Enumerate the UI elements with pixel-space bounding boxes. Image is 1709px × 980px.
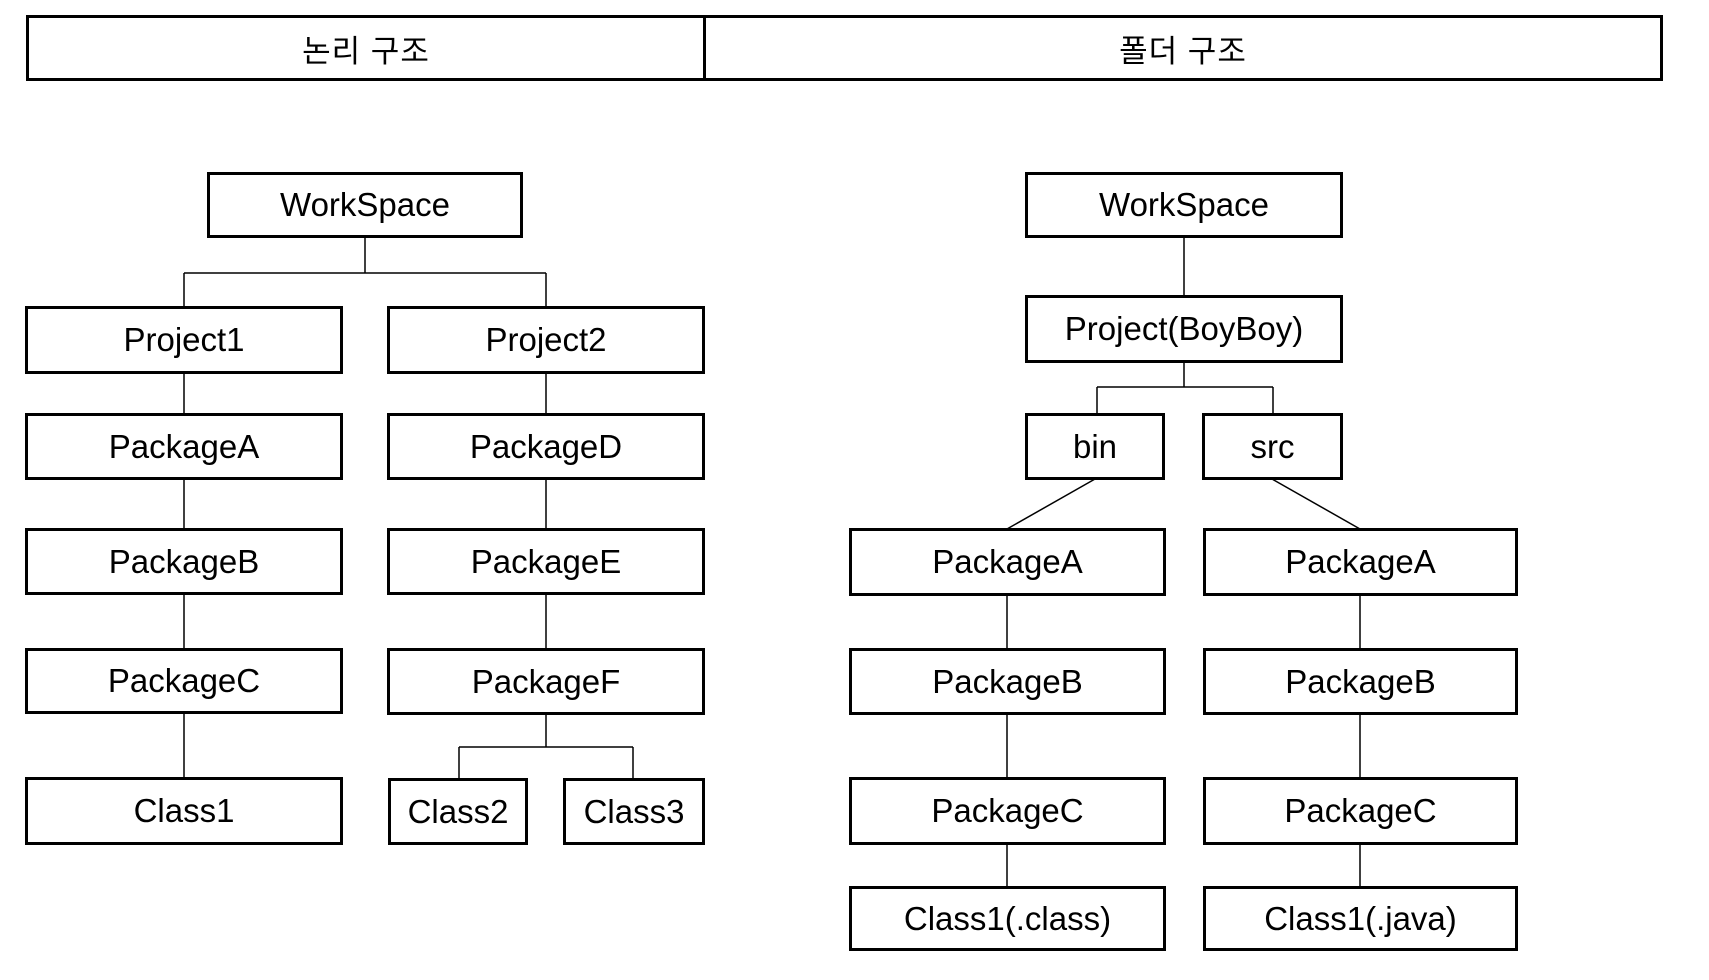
folder-structure-title: 폴더 구조 — [1119, 33, 1247, 69]
folder-bin-node: bin — [1025, 413, 1165, 480]
logical-packageB-node: PackageB — [25, 528, 343, 595]
folder-bin-packageC-node: PackageC — [849, 777, 1166, 845]
logical-class1-node: Class1 — [25, 777, 343, 845]
logical-packageF-node: PackageF — [387, 648, 705, 715]
logical-packageC-node: PackageC — [25, 648, 343, 714]
logical-class2-node: Class2 — [388, 778, 528, 845]
folder-src-class-file-node: Class1(.java) — [1203, 886, 1518, 951]
logical-structure-title: 논리 구조 — [302, 33, 430, 69]
folder-workspace-node: WorkSpace — [1025, 172, 1343, 238]
folder-src-packageB-node: PackageB — [1203, 648, 1518, 715]
header-cell-logical: 논리 구조 — [29, 18, 706, 78]
folder-src-node: src — [1202, 413, 1343, 480]
folder-src-packageA-node: PackageA — [1203, 528, 1518, 596]
folder-bin-packageA-node: PackageA — [849, 528, 1166, 596]
folder-bin-packageB-node: PackageB — [849, 648, 1166, 715]
folder-src-packageC-node: PackageC — [1203, 777, 1518, 845]
folder-project-boyboy-node: Project(BoyBoy) — [1025, 295, 1343, 363]
header-cell-folder: 폴더 구조 — [706, 18, 1660, 78]
folder-bin-class-file-node: Class1(.class) — [849, 886, 1166, 951]
logical-workspace-node: WorkSpace — [207, 172, 523, 238]
connector-diagonal — [1271, 478, 1361, 530]
logical-project2-node: Project2 — [387, 306, 705, 374]
logical-class3-node: Class3 — [563, 778, 705, 845]
logical-packageA-node: PackageA — [25, 413, 343, 480]
logical-project1-node: Project1 — [25, 306, 343, 374]
connector-diagonal — [1006, 478, 1096, 530]
comparison-header: 논리 구조 폴더 구조 — [26, 15, 1663, 81]
logical-packageE-node: PackageE — [387, 528, 705, 595]
logical-packageD-node: PackageD — [387, 413, 705, 480]
